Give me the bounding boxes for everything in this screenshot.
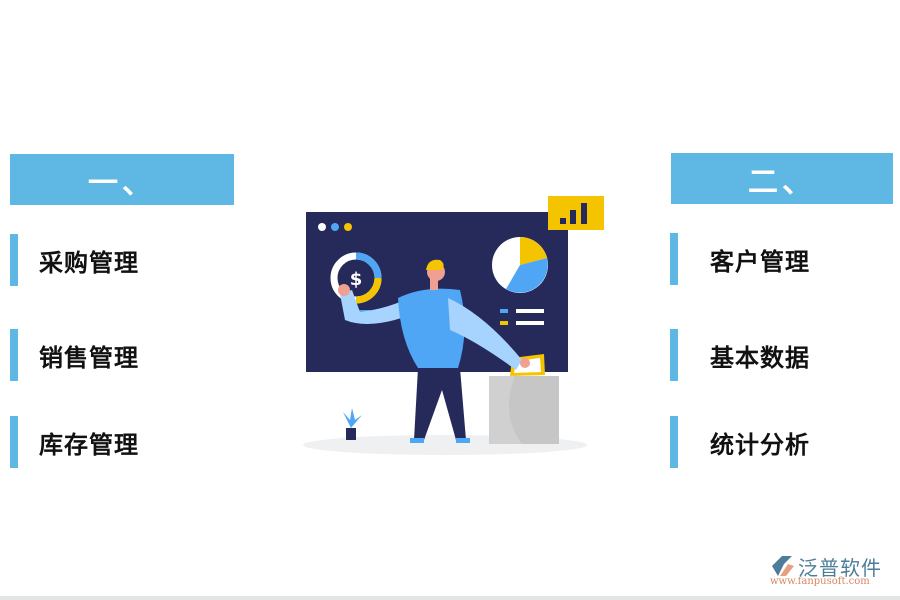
menu-item-label: 库存管理	[39, 430, 139, 459]
menu-item-inventory[interactable]: 库存管理	[10, 416, 139, 468]
menu-item-sales[interactable]: 销售管理	[10, 329, 139, 381]
menu-item-label: 基本数据	[710, 343, 810, 372]
analytics-illustration: $	[300, 190, 610, 460]
logo-name: 泛普软件	[798, 556, 882, 580]
accent-bar	[670, 329, 678, 381]
menu-item-label: 采购管理	[39, 248, 139, 277]
menu-item-label: 销售管理	[39, 343, 139, 372]
menu-item-purchase[interactable]: 采购管理	[10, 234, 139, 286]
brand-logo: 泛普软件 www.fanpusoft.com	[768, 552, 894, 588]
svg-text:$: $	[350, 269, 363, 290]
logo-url: www.fanpusoft.com	[770, 576, 870, 587]
accent-bar	[10, 416, 18, 468]
accent-bar	[670, 416, 678, 468]
section-two-header: 二、	[671, 153, 893, 204]
footer-bar	[0, 596, 900, 600]
menu-item-label: 客户管理	[710, 247, 810, 276]
menu-item-statistics[interactable]: 统计分析	[670, 416, 810, 468]
accent-bar	[10, 234, 18, 286]
menu-item-basic-data[interactable]: 基本数据	[670, 329, 810, 381]
menu-item-label: 统计分析	[710, 430, 810, 459]
fanpu-logo-icon	[772, 556, 794, 576]
menu-item-customer[interactable]: 客户管理	[670, 233, 810, 285]
section-one-header: 一、	[10, 154, 234, 205]
accent-bar	[670, 233, 678, 285]
accent-bar	[10, 329, 18, 381]
